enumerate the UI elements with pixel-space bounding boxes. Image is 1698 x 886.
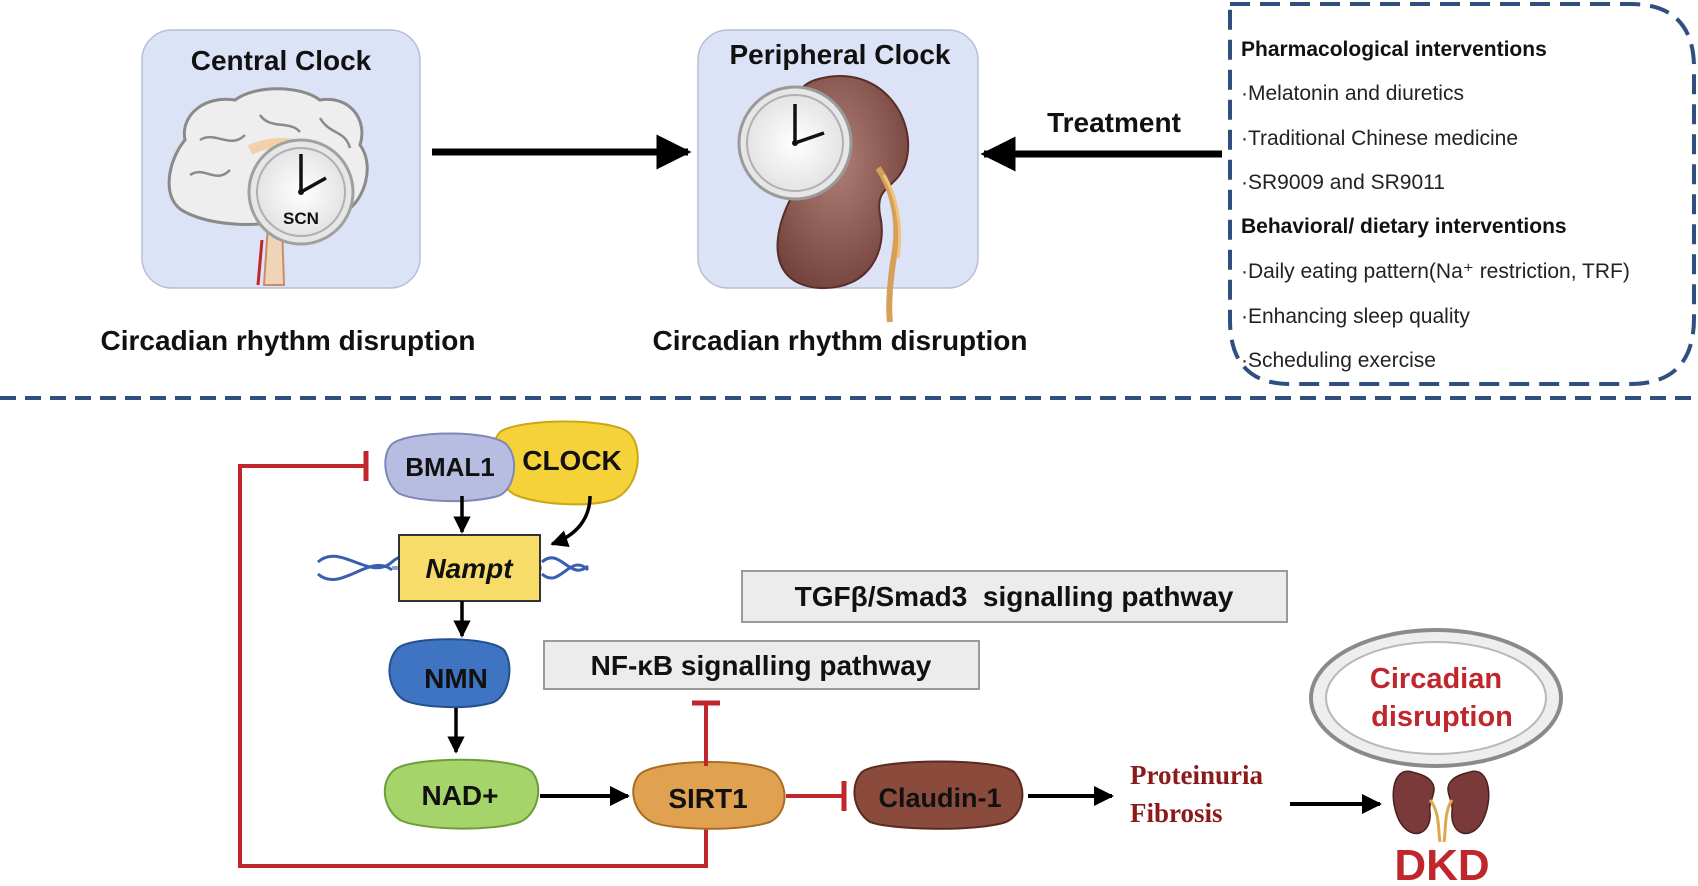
central-clock-panel: Central Clock SCN Circadian rhythm disru… xyxy=(101,29,476,356)
tgf-pathway-box: TGFβ/Smad3 signalling pathway xyxy=(741,570,1288,623)
dkd-label: DKD xyxy=(1394,841,1489,886)
central-clock-caption: Circadian rhythm disruption xyxy=(101,325,476,356)
sirt1-node: SIRT1 xyxy=(632,761,786,830)
bmal1-label: BMAL1 xyxy=(405,452,495,482)
interventions-box: Pharmacological interventions ·Melatonin… xyxy=(1228,2,1696,386)
circadian-line2: disruption xyxy=(1371,701,1513,733)
treatment-label: Treatment xyxy=(1047,107,1181,138)
clock-protein-label: CLOCK xyxy=(522,445,622,476)
central-clock-title: Central Clock xyxy=(191,45,372,76)
peripheral-clock-title: Peripheral Clock xyxy=(730,39,951,70)
circadian-line1: Circadian xyxy=(1370,663,1502,695)
nmn-label: NMN xyxy=(424,663,488,694)
pharm-item: ·Traditional Chinese medicine xyxy=(1241,127,1518,150)
sirt1-label: SIRT1 xyxy=(668,783,747,814)
sirt1-bmal1-feedback-line xyxy=(238,464,708,868)
clock-protein-node: CLOCK xyxy=(492,420,639,506)
behav-item: ·Enhancing sleep quality xyxy=(1241,305,1470,328)
nampt-label: Nampt xyxy=(425,553,514,584)
arrow-clock-nampt xyxy=(550,495,592,548)
outcome-proteinuria: Proteinuria xyxy=(1130,760,1263,790)
central-clock-icon: SCN xyxy=(247,138,355,246)
circadian-disruption-clock: Circadian disruption xyxy=(1309,628,1563,768)
nmn-node: NMN xyxy=(388,638,511,709)
pharm-item: ·SR9009 and SR9011 xyxy=(1241,171,1445,194)
peripheral-clock-icon xyxy=(737,85,853,201)
pharm-item: ·Melatonin and diuretics xyxy=(1241,82,1464,105)
tgf-pathway-label: TGFβ/Smad3 signalling pathway xyxy=(795,581,1234,612)
nad-label: NAD+ xyxy=(421,780,498,811)
nad-node: NAD+ xyxy=(383,758,540,830)
scn-label: SCN xyxy=(283,209,319,228)
behav-item: ·Scheduling exercise xyxy=(1241,349,1436,372)
kidneys-icon xyxy=(1392,770,1490,843)
behav-heading: Behavioral/ dietary interventions xyxy=(1241,215,1567,238)
bmal1-node: BMAL1 xyxy=(384,432,516,503)
peripheral-clock-panel: Peripheral Clock Circadian rhythm disrup… xyxy=(653,29,1028,356)
nfkb-pathway-box: NF-κB signalling pathway xyxy=(543,640,980,690)
behav-item: ·Daily eating pattern(Na⁺ restriction, T… xyxy=(1241,260,1630,283)
peripheral-clock-caption: Circadian rhythm disruption xyxy=(653,325,1028,356)
claudin-node: Claudin-1 xyxy=(853,760,1024,830)
outcome-fibrosis: Fibrosis xyxy=(1130,798,1223,828)
nfkb-pathway-label: NF-κB signalling pathway xyxy=(591,650,932,681)
claudin-label: Claudin-1 xyxy=(878,783,1001,813)
nampt-gene-node: Nampt xyxy=(398,534,541,602)
pharm-heading: Pharmacological interventions xyxy=(1241,38,1547,61)
